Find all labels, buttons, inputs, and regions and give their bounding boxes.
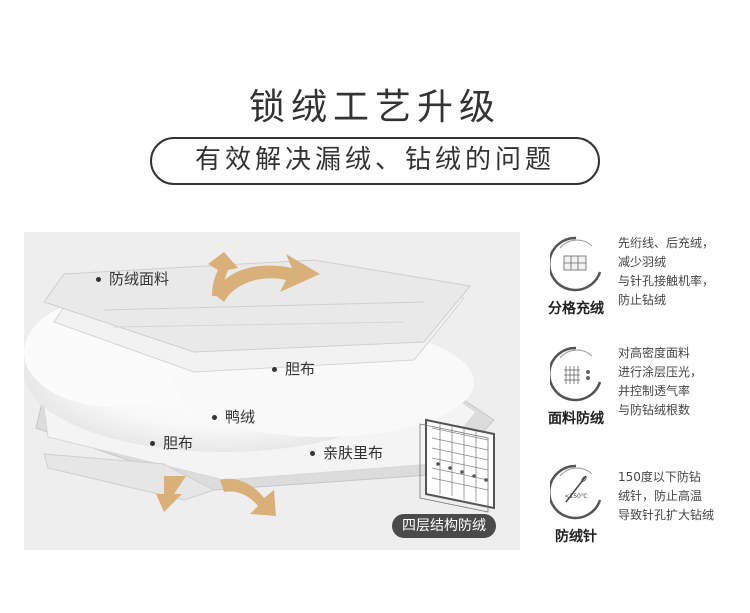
feature-grid-fill: 分格充绒 先绗线、后充绒， 减少羽绒 与针孔接触机率， 防止钻绒 — [540, 234, 740, 334]
feature-fabric: 面料防绒 对高密度面料 进行涂层压光， 并控制透气率 与防钻绒根数 — [540, 344, 740, 444]
feature-needle: <150℃ 防绒针 150度以下防钻 绒针，防止高温 导致针孔扩大钻绒 — [540, 462, 740, 562]
feature-desc: 150度以下防钻 绒针，防止高温 导致针孔扩大钻绒 — [618, 470, 715, 522]
label-lining: 亲肤里布 — [310, 442, 383, 463]
label-outer-fabric: 防绒面料 — [96, 268, 169, 289]
fabric-press-icon — [550, 346, 602, 402]
page-title: 锁绒工艺升级 — [248, 87, 501, 128]
layer-diagram-illustration — [24, 252, 495, 516]
feature-title: 防绒针 — [555, 529, 597, 545]
layer-diagram: 防绒面料 胆布 鸭绒 胆布 亲肤里布 — [24, 232, 520, 550]
subtitle-text: 有效解决漏绒、钻绒的问题 — [194, 145, 555, 175]
needle-icon: <150℃ — [550, 464, 602, 520]
grid-quilt-icon — [550, 236, 602, 292]
feature-desc: 先绗线、后充绒， 减少羽绒 与针孔接触机率， 防止钻绒 — [618, 236, 715, 307]
label-liner-top: 胆布 — [272, 358, 315, 379]
subtitle-pill — [150, 137, 600, 185]
feature-title: 面料防绒 — [548, 411, 604, 427]
label-down: 鸭绒 — [212, 406, 255, 427]
magnified-inset — [419, 418, 495, 513]
feature-desc: 对高密度面料 进行涂层压光， 并控制透气率 与防钻绒根数 — [618, 346, 703, 417]
arrow-up-icon — [208, 252, 320, 302]
arrow-down-icon — [156, 476, 276, 516]
needle-temp-text: <150℃ — [564, 493, 587, 500]
four-layer-badge: 四层结构防绒 — [392, 514, 496, 538]
feature-title: 分格充绒 — [548, 301, 604, 317]
label-liner-bottom: 胆布 — [150, 432, 193, 453]
